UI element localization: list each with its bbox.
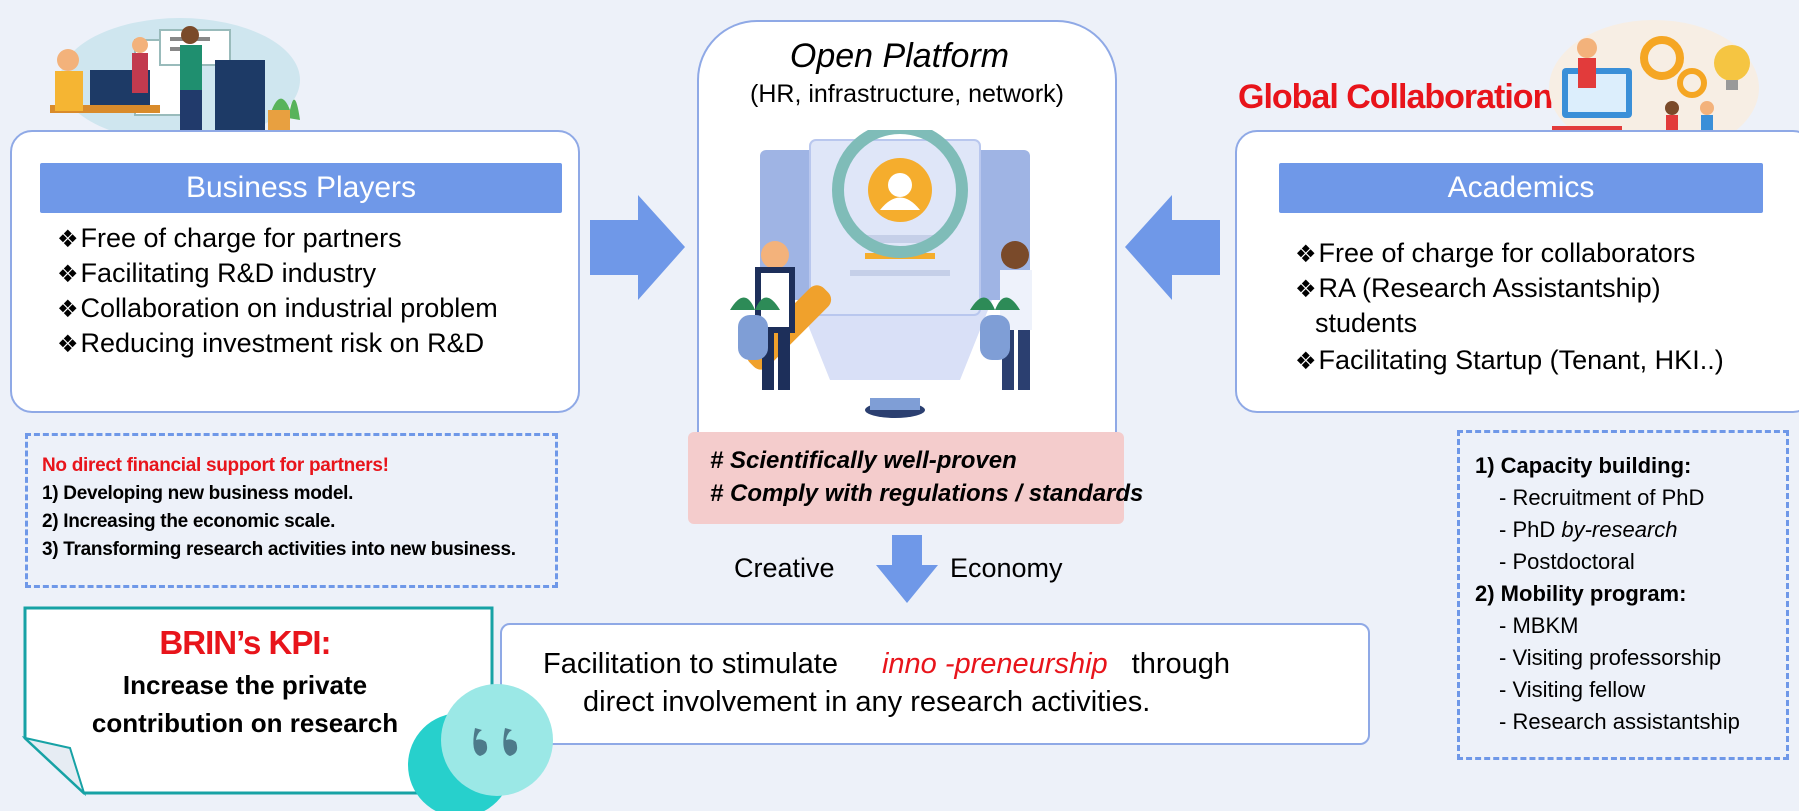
platform-tags-box	[688, 432, 1124, 524]
creative-label: Creative	[734, 553, 835, 583]
talent-search-illustration	[730, 130, 1032, 418]
capacity-item: - Recruitment of PhD	[1499, 485, 1705, 510]
business-warning: No direct financial support for partners…	[42, 455, 389, 476]
business-item: ❖Collaboration on industrial problem	[57, 293, 498, 323]
capacity-item: - Postdoctoral	[1499, 549, 1635, 574]
platform-tag: # Scientifically well-proven	[710, 447, 1017, 474]
left-arrow-icon	[1125, 195, 1220, 300]
mobility-item: - Visiting professorship	[1499, 645, 1722, 670]
business-note-item: 2) Increasing the economic scale.	[42, 511, 336, 532]
kpi-line-2: contribution on research	[91, 708, 399, 738]
mobility-item: - Visiting fellow	[1499, 677, 1646, 702]
business-players-title: Business Players	[40, 163, 562, 213]
diamond-bullet-icon: ❖	[1295, 347, 1317, 375]
facilitation-box	[500, 623, 1370, 745]
down-arrow-icon	[876, 535, 938, 603]
kpi-title: BRIN’s KPI:	[159, 624, 331, 661]
diamond-bullet-icon: ❖	[1295, 240, 1317, 268]
diamond-bullet-icon: ❖	[1295, 275, 1317, 303]
office-workers-illustration	[50, 18, 300, 140]
business-note-item: 1) Developing new business model.	[42, 483, 354, 504]
academics-item: ❖Free of charge for collaborators	[1295, 238, 1696, 268]
business-item: ❖Facilitating R&D industry	[57, 258, 377, 288]
economy-label: Economy	[950, 553, 1063, 583]
mobility-program-heading: 2) Mobility program:	[1475, 581, 1687, 606]
business-item: ❖Free of charge for partners	[57, 223, 402, 253]
innopreneurship-keyword: inno -preneurship	[881, 648, 1108, 680]
academic-notes-box	[1457, 430, 1789, 760]
diamond-bullet-icon: ❖	[57, 330, 79, 358]
mobility-item: - Research assistantship	[1499, 709, 1740, 734]
academics-title: Academics	[1279, 163, 1763, 213]
academics-item: ❖RA (Research Assistantship)	[1295, 273, 1661, 303]
kpi-line-1: Increase the private	[122, 670, 368, 700]
global-collaboration-label: Global Collaboration	[1238, 78, 1553, 116]
business-item: ❖Reducing investment risk on R&D	[57, 328, 485, 358]
academics-item-continued: students	[1315, 308, 1418, 338]
open-platform-title: Open Platform	[789, 37, 1010, 75]
diamond-bullet-icon: ❖	[57, 225, 79, 253]
capacity-building-heading: 1) Capacity building:	[1475, 453, 1692, 478]
capacity-item: - PhD by-research	[1499, 517, 1678, 542]
mobility-item: - MBKM	[1499, 613, 1579, 638]
right-arrow-icon	[590, 195, 685, 300]
business-notes-box	[25, 433, 558, 588]
kpi-note-shape	[22, 606, 494, 797]
quote-bubble-icon	[408, 684, 553, 811]
facilitation-line-2: direct involvement in any research activ…	[583, 686, 1151, 718]
platform-tag: # Comply with regulations / standards	[710, 480, 1144, 507]
academics-item: ❖Facilitating Startup (Tenant, HKI..)	[1295, 345, 1724, 375]
diamond-bullet-icon: ❖	[57, 260, 79, 288]
academic-notes-list: 1) Capacity building: - Recruitment of P…	[1475, 450, 1740, 738]
open-platform-subtitle: (HR, infrastructure, network)	[750, 80, 1064, 108]
diamond-bullet-icon: ❖	[57, 295, 79, 323]
business-note-item: 3) Transforming research activities into…	[42, 539, 516, 560]
